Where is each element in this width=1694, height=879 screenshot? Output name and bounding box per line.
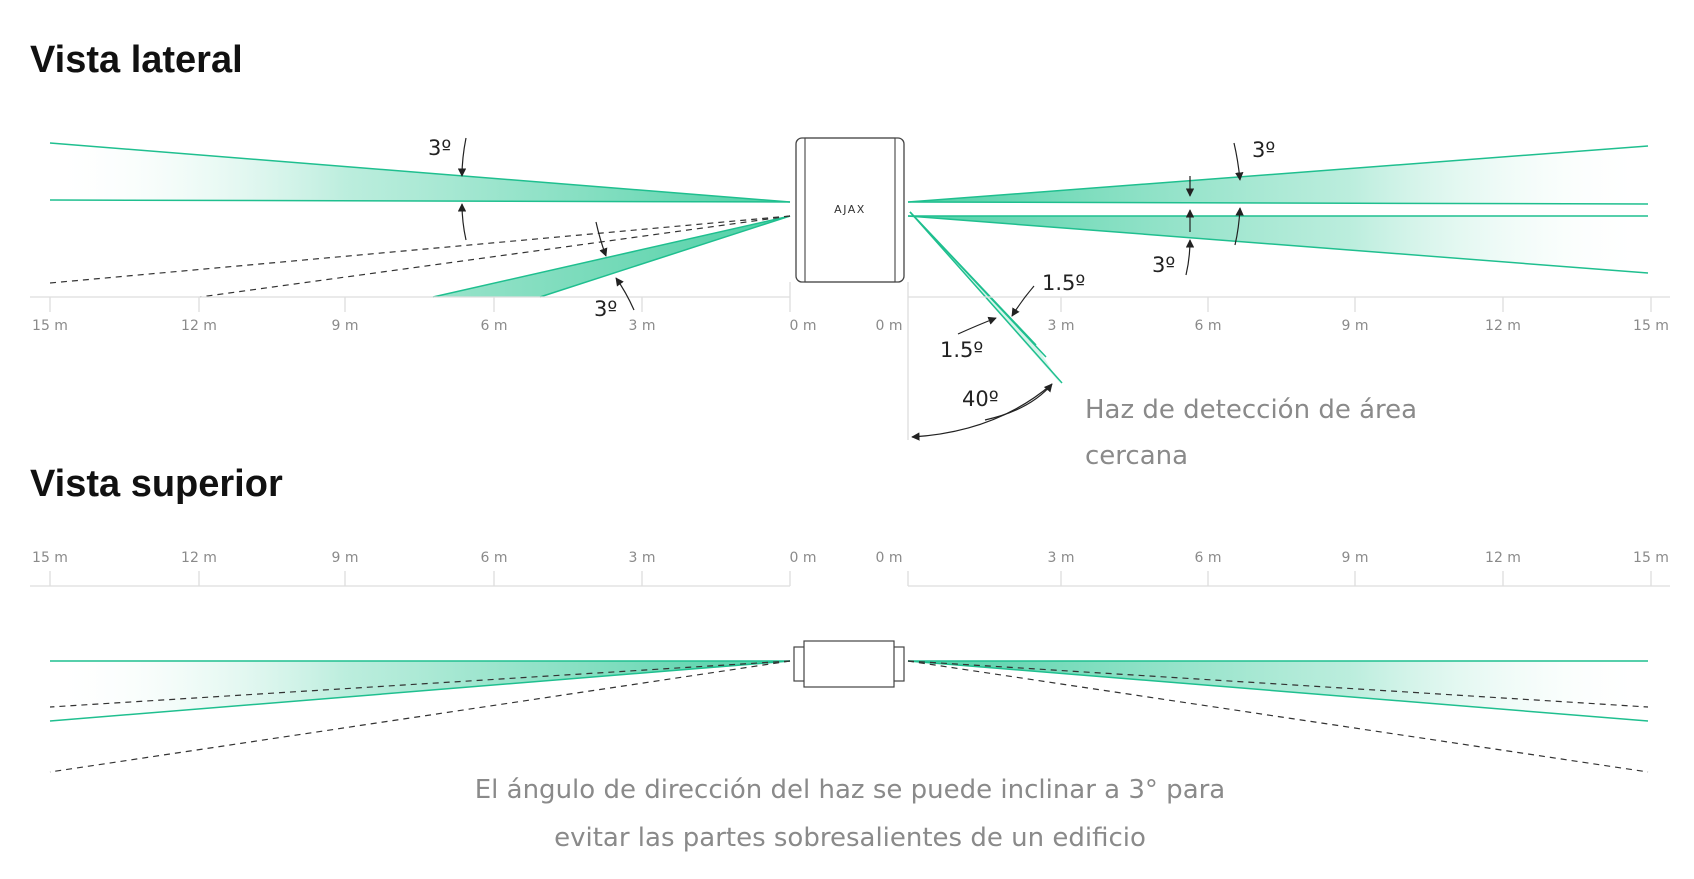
top-tick-right: 12 m	[1485, 550, 1521, 566]
near-beam-caption-line2: cercana	[1085, 441, 1188, 471]
top-tick-left: 0 m	[790, 550, 817, 566]
side-tick-left: 6 m	[481, 318, 508, 334]
side-tick-left: 3 m	[629, 318, 656, 334]
top-view-title: Vista superior	[30, 463, 283, 505]
top-tick-right: 9 m	[1342, 550, 1369, 566]
side-tick-right: 15 m	[1633, 318, 1669, 334]
top-tick-left: 6 m	[481, 550, 508, 566]
angle-label-right-top: 3º	[1252, 138, 1275, 162]
top-right-dashed-line	[907, 660, 1649, 773]
top-left-dashed-line	[49, 660, 791, 708]
top-tick-right: 15 m	[1633, 550, 1669, 566]
top-axis: 15 m 12 m 9 m 6 m 3 m 0 m 0 m 3 m 6 m 9 …	[30, 550, 1670, 587]
top-tick-left: 3 m	[629, 550, 656, 566]
top-tick-left: 15 m	[32, 550, 68, 566]
top-view-caption-line2: evitar las partes sobresalientes de un e…	[554, 823, 1146, 853]
side-tick-right: 3 m	[1048, 318, 1075, 334]
angle-label-left-top: 3º	[428, 136, 451, 160]
side-tick-right: 0 m	[876, 318, 903, 334]
side-tick-left: 12 m	[181, 318, 217, 334]
side-angle-annotations: 3º 3º 3º 3º 1.5º 1.5º 40º Haz de detecci…	[428, 136, 1417, 471]
near-beam-caption-line1: Haz de detección de área	[1085, 395, 1417, 425]
side-tick-right: 12 m	[1485, 318, 1521, 334]
top-view-caption-line1: El ángulo de dirección del haz se puede …	[475, 775, 1226, 805]
side-view-title: Vista lateral	[30, 39, 243, 81]
top-tick-right: 3 m	[1048, 550, 1075, 566]
side-left-beams	[49, 142, 791, 298]
top-device	[793, 640, 905, 688]
angle-label-near-lower: 1.5º	[940, 338, 983, 362]
ajax-logo: AJAX	[834, 203, 866, 216]
side-left-dashed-line	[199, 215, 791, 298]
side-device: AJAX	[795, 137, 905, 283]
angle-label-left-bottom: 3º	[594, 297, 617, 321]
angle-label-near-sweep: 40º	[962, 387, 999, 411]
side-left-dashed-line	[49, 215, 791, 284]
side-right-beams	[907, 145, 1649, 384]
side-tick-left: 0 m	[790, 318, 817, 334]
side-tick-left: 9 m	[332, 318, 359, 334]
side-axis: 15 m 12 m 9 m 6 m 3 m 0 m 0 m 3 m 6 m 9 …	[30, 282, 1670, 440]
top-left-dashed-line	[49, 660, 791, 773]
top-tick-left: 9 m	[332, 550, 359, 566]
side-tick-left: 15 m	[32, 318, 68, 334]
top-beams	[49, 660, 1649, 773]
side-tick-right: 9 m	[1342, 318, 1369, 334]
top-tick-right: 0 m	[876, 550, 903, 566]
angle-label-right-bottom: 3º	[1152, 253, 1175, 277]
top-right-dashed-line	[907, 660, 1649, 708]
top-tick-right: 6 m	[1195, 550, 1222, 566]
angle-label-near-upper: 1.5º	[1042, 271, 1085, 295]
top-tick-left: 12 m	[181, 550, 217, 566]
side-tick-right: 6 m	[1195, 318, 1222, 334]
